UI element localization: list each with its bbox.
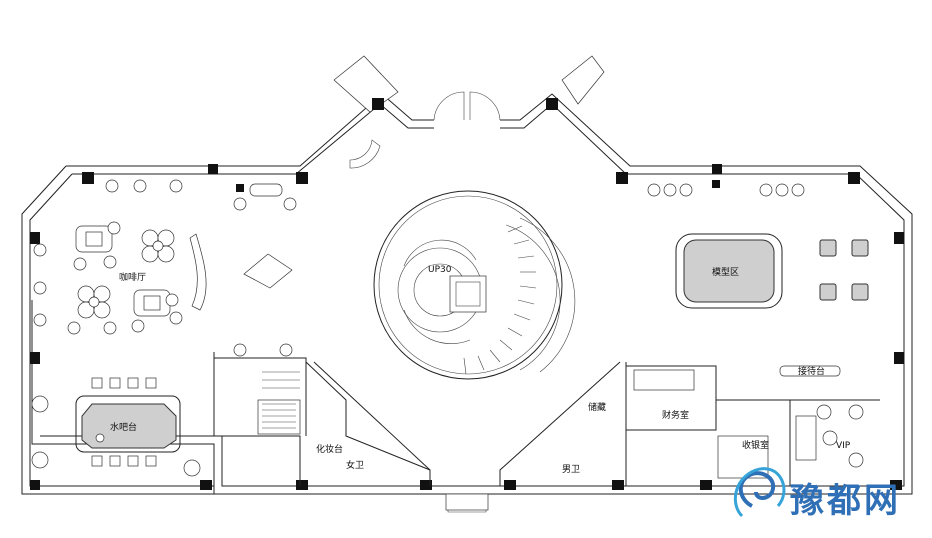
- label-changing: 化妆台: [316, 443, 343, 455]
- sofa-groups: [349, 139, 864, 468]
- cafe-furniture: [33, 179, 297, 357]
- label-womens: 女卫: [346, 459, 364, 471]
- label-stair-up: UP30: [428, 265, 452, 275]
- label-mens: 男卫: [562, 464, 580, 475]
- water-bar: [31, 377, 201, 477]
- label-reception: 接待台: [798, 365, 825, 377]
- model-area: [675, 233, 869, 309]
- label-model-area: 模型区: [712, 267, 739, 278]
- spiral-staircase: [373, 190, 576, 380]
- label-water-bar: 水吧台: [110, 421, 137, 433]
- label-finance: 财务室: [662, 409, 689, 421]
- watermark-logo: 豫都网: [733, 467, 901, 521]
- swirl-logo-icon: [733, 467, 786, 518]
- columns: [30, 98, 904, 490]
- label-cafe: 咖啡厅: [119, 271, 146, 283]
- label-vip: VIP: [836, 441, 851, 451]
- interior-walls: [213, 352, 880, 486]
- label-storage: 储藏: [588, 401, 606, 413]
- watermark-text: 豫都网: [790, 481, 901, 521]
- label-contract: 收银室: [742, 439, 769, 451]
